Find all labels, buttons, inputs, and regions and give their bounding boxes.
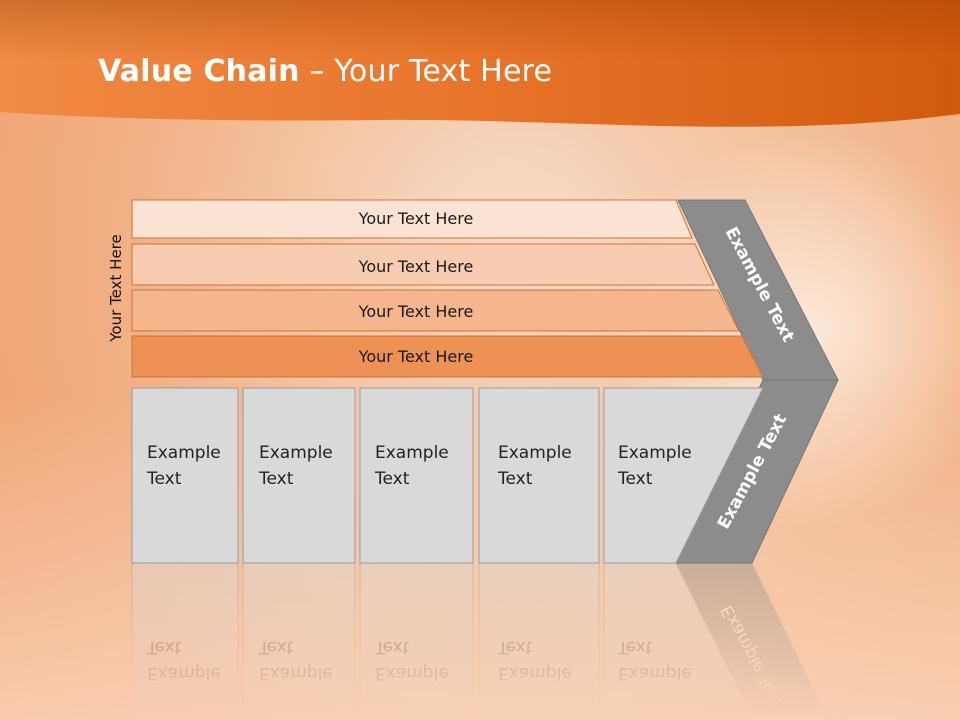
- primary-box-5: [603, 387, 764, 564]
- header-banner: [0, 0, 960, 127]
- svg-text:Text: Text: [374, 637, 410, 657]
- primary-box-3: [359, 387, 474, 564]
- support-row-label: Your Text Here: [358, 302, 474, 321]
- svg-text:Text: Text: [497, 637, 533, 657]
- primary-box-label: Text: [497, 469, 533, 489]
- svg-text:Example: Example: [259, 663, 333, 683]
- primary-box-label: Text: [258, 469, 294, 489]
- support-row-label: Your Text Here: [358, 257, 474, 276]
- primary-box-label: Example: [498, 443, 572, 463]
- primary-box-4: [478, 387, 600, 564]
- support-row-1: [131, 199, 693, 239]
- svg-text:Example: Example: [375, 663, 449, 683]
- primary-box-label: Text: [617, 469, 653, 489]
- primary-box-2: [242, 387, 356, 564]
- primary-box-label: Example: [375, 443, 449, 463]
- primary-box-label: Example: [618, 443, 692, 463]
- support-row-label: Your Text Here: [358, 209, 474, 228]
- primary-box-label: Example: [259, 443, 333, 463]
- title-rest: – Your Text Here: [299, 54, 553, 89]
- title-bold: Value Chain: [98, 54, 300, 89]
- primary-box-label: Text: [146, 469, 182, 489]
- support-row-3: [131, 289, 740, 332]
- slide-title: Value Chain – Your Text Here: [98, 54, 552, 89]
- support-row-label: Your Text Here: [358, 347, 474, 366]
- primary-box-label: Text: [374, 469, 410, 489]
- svg-text:Text: Text: [617, 637, 653, 657]
- primary-box-1: [131, 387, 239, 564]
- svg-text:Text: Text: [146, 637, 182, 657]
- svg-text:Example: Example: [498, 663, 572, 683]
- svg-text:Example: Example: [147, 663, 221, 683]
- support-row-4: [131, 335, 764, 378]
- svg-text:Example: Example: [618, 663, 692, 683]
- support-row-2: [131, 243, 715, 286]
- reflection: Example Text Example Text Example Text Exam…: [131, 562, 830, 720]
- primary-box-label: Example: [147, 443, 221, 463]
- svg-text:Text: Text: [258, 637, 294, 657]
